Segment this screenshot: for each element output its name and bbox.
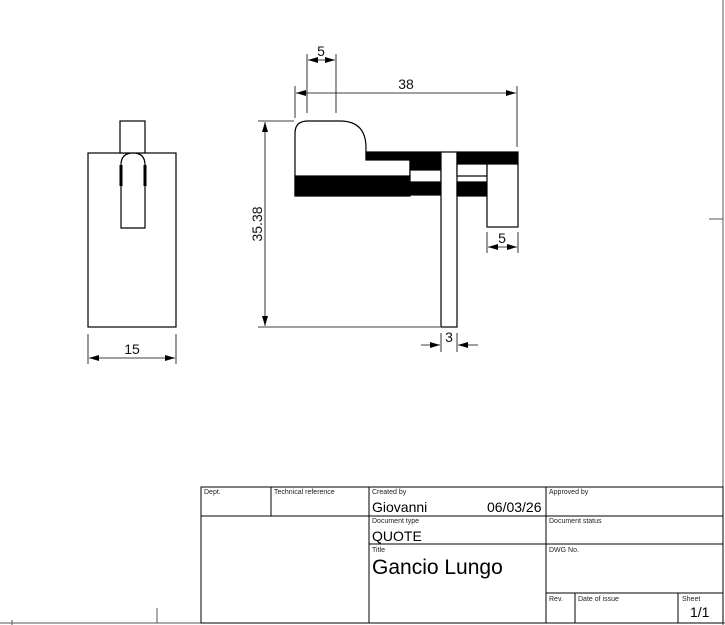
created-date-value: 06/03/26 (487, 499, 542, 515)
sheet-label: Sheet (682, 596, 701, 603)
dwg-no-label: DWG No. (549, 547, 579, 554)
technical-reference-label: Technical reference (274, 489, 335, 496)
created-by-value: Giovanni (372, 499, 428, 515)
dim-overall-width: 38 (398, 76, 414, 92)
sheet-value: 1/1 (690, 604, 710, 620)
drawing-title: Gancio Lungo (372, 556, 503, 579)
title-label: Title (372, 547, 385, 554)
dept-label: Dept. (204, 489, 221, 496)
side-view-width-dimension (87, 334, 177, 364)
created-by-label: Created by (372, 489, 407, 496)
dim-top-offset: 5 (317, 43, 325, 59)
dim-pin-width: 3 (445, 329, 453, 345)
document-type-value: QUOTE (372, 528, 422, 544)
date-of-issue-label: Date of issue (578, 596, 619, 603)
dim-height: 35.38 (249, 206, 265, 241)
dim-side-width: 15 (124, 341, 140, 357)
front-view-dimensions (258, 54, 519, 352)
approved-by-label: Approved by (549, 489, 589, 496)
side-view (87, 120, 177, 328)
dim-tab-width: 5 (498, 230, 506, 246)
title-block-grid (200, 486, 724, 624)
document-status-label: Document status (549, 518, 602, 525)
rev-label: Rev. (549, 596, 563, 603)
front-view (294, 120, 519, 328)
document-type-label: Document type (372, 518, 420, 525)
